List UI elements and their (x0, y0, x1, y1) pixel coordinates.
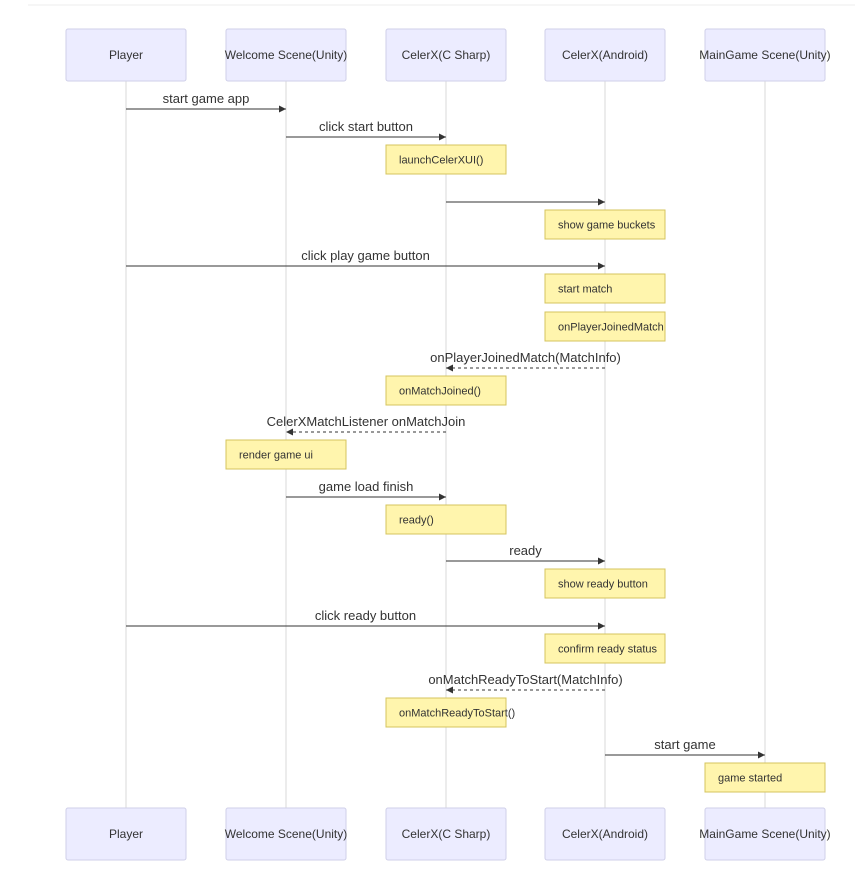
note-start-match: start match (544, 273, 666, 304)
message-onplayerjoinedmatch-matchinfo: onPlayerJoinedMatch(MatchInfo) (430, 350, 621, 372)
actor-label: Welcome Scene(Unity) (225, 48, 347, 62)
message-label: start game app (163, 91, 250, 106)
actor-label: CelerX(Android) (562, 827, 648, 841)
actor-player-bottom: Player (65, 807, 187, 861)
message-label: onPlayerJoinedMatch(MatchInfo) (430, 350, 621, 365)
note-label: onPlayerJoinedMatch (558, 322, 664, 334)
actor-box (704, 28, 826, 82)
actor-maingame-bottom: MainGame Scene(Unity) (699, 807, 831, 861)
message-label: start game (654, 737, 715, 752)
actor-label: Player (109, 827, 143, 841)
message-start-game-app: start game app (126, 91, 286, 113)
actor-box (704, 807, 826, 861)
message-label: click ready button (315, 608, 416, 623)
message-click-start-button: click start button (286, 119, 446, 141)
actor-box (65, 28, 187, 82)
note-box (385, 375, 507, 406)
note-game-started: game started (704, 762, 826, 793)
message-label: onMatchReadyToStart(MatchInfo) (428, 672, 622, 687)
note-onmatchreadytostart: onMatchReadyToStart() (385, 697, 515, 728)
actor-label: CelerX(C Sharp) (402, 827, 491, 841)
actor-welcome-top: Welcome Scene(Unity) (225, 28, 347, 82)
actor-box (385, 28, 507, 82)
actor-box (385, 807, 507, 861)
note-show-game-buckets: show game buckets (544, 209, 666, 240)
note-box (225, 439, 347, 470)
steps: start game app click start button launchCe… (126, 91, 826, 793)
actors-bottom: Player Welcome Scene(Unity) CelerX(C Sharp… (65, 807, 831, 861)
message-click-play-game-button: click play game button (126, 248, 605, 270)
note-box (544, 209, 666, 240)
message-click-ready-button: click ready button (126, 608, 605, 630)
message-label: click play game button (301, 248, 430, 263)
actor-csharp-bottom: CelerX(C Sharp) (385, 807, 507, 861)
note-box (385, 697, 507, 728)
note-label: onMatchJoined() (399, 386, 481, 398)
message-ready: ready (446, 543, 605, 565)
note-show-ready-button: show ready button (544, 568, 666, 599)
actor-label: Player (109, 48, 143, 62)
note-label: show ready button (558, 579, 648, 591)
note-box (544, 311, 666, 342)
actor-android-bottom: CelerX(Android) (544, 807, 666, 861)
actor-android-top: CelerX(Android) (544, 28, 666, 82)
note-label: start match (558, 284, 612, 296)
note-box (704, 762, 826, 793)
actor-label: MainGame Scene(Unity) (699, 48, 830, 62)
actors-top: Player Welcome Scene(Unity) CelerX(C Sharp… (65, 28, 831, 82)
actor-box (225, 807, 347, 861)
note-confirm-ready-status: confirm ready status (544, 633, 666, 664)
note-label: confirm ready status (558, 644, 658, 656)
actor-csharp-top: CelerX(C Sharp) (385, 28, 507, 82)
message-celerxmatchlistener-onmatchjoin: CelerXMatchListener onMatchJoin (267, 414, 466, 436)
actor-welcome-bottom: Welcome Scene(Unity) (225, 807, 347, 861)
message-label: ready (509, 543, 542, 558)
actor-label: CelerX(C Sharp) (402, 48, 491, 62)
message-start-game: start game (605, 737, 765, 759)
note-label: launchCelerXUI() (399, 155, 483, 167)
actor-label: Welcome Scene(Unity) (225, 827, 347, 841)
actor-player-top: Player (65, 28, 187, 82)
note-label: game started (718, 773, 782, 785)
note-launchcelerxui: launchCelerXUI() (385, 144, 507, 175)
note-label: onMatchReadyToStart() (399, 708, 515, 720)
actor-label: MainGame Scene(Unity) (699, 827, 830, 841)
actor-box (544, 28, 666, 82)
note-label: ready() (399, 515, 434, 527)
note-onmatchjoined: onMatchJoined() (385, 375, 507, 406)
message-label: CelerXMatchListener onMatchJoin (267, 414, 466, 429)
note-box (544, 633, 666, 664)
actor-maingame-top: MainGame Scene(Unity) (699, 28, 831, 82)
note-label: show game buckets (558, 220, 656, 232)
actor-box (65, 807, 187, 861)
note-box (544, 568, 666, 599)
actor-box (225, 28, 347, 82)
actor-label: CelerX(Android) (562, 48, 648, 62)
message-game-load-finish: game load finish (286, 479, 446, 501)
note-box (544, 273, 666, 304)
note-render-game-ui: render game ui (225, 439, 347, 470)
actor-box (544, 807, 666, 861)
note-box (385, 144, 507, 175)
message-onmatchreadytostart-matchinfo: onMatchReadyToStart(MatchInfo) (428, 672, 623, 694)
message-label: game load finish (319, 479, 414, 494)
message-label: click start button (319, 119, 413, 134)
note-box (385, 504, 507, 535)
note-ready: ready() (385, 504, 507, 535)
note-onplayerjoinedmatch: onPlayerJoinedMatch (544, 311, 666, 342)
note-label: render game ui (239, 450, 313, 462)
